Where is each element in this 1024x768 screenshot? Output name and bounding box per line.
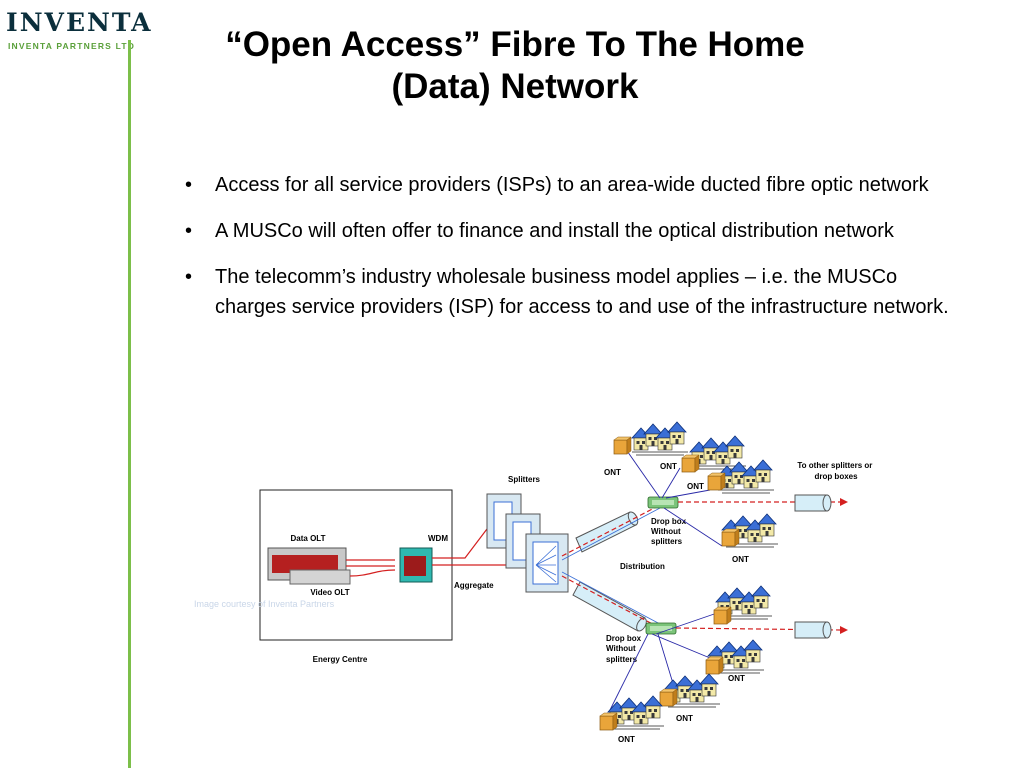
bullet-text: A MUSCo will often offer to finance and …: [215, 220, 894, 242]
logo-subtitle: INVENTA PARTNERS LTD: [8, 41, 136, 51]
bullet-list: • Access for all service providers (ISPs)…: [182, 170, 972, 338]
ftth-network-diagram: Energy Centre Data OLT Video OLT WDM Agg…: [259, 410, 874, 744]
ont-label: ONT: [604, 468, 621, 477]
data-olt-label: Data OLT: [291, 534, 326, 543]
ont-label: ONT: [660, 462, 677, 471]
bullet-dot: •: [185, 220, 193, 242]
bullet-item: • Access for all service providers (ISPs)…: [182, 170, 972, 200]
ont-label: ONT: [676, 714, 693, 723]
slide-title-line-1: “Open Access” Fibre To The Home: [225, 25, 805, 64]
slide-title-line-2: (Data) Network: [391, 67, 639, 106]
aggregate-label: Aggregate: [454, 581, 494, 590]
bullet-item: • A MUSCo will often offer to finance and…: [182, 216, 972, 246]
wdm-label: WDM: [428, 534, 448, 543]
drop-box-bottom-label: Drop box Without splitters: [606, 634, 643, 664]
distribution-label: Distribution: [620, 562, 665, 571]
bullet-item: • The telecomm’s industry wholesale busin…: [182, 262, 972, 322]
bullet-text: Access for all service providers (ISPs) …: [215, 174, 929, 196]
company-logo: INVENTA INVENTA PARTNERS LTD: [6, 8, 166, 54]
vertical-divider: [128, 40, 131, 768]
ont-label: ONT: [728, 674, 745, 683]
to-other-splitters-label: To other splitters or drop boxes: [797, 461, 874, 481]
bullet-dot: •: [185, 266, 193, 288]
image-caption: Image courtesy of Inventa Partners: [194, 599, 335, 609]
ont-label: ONT: [732, 555, 749, 564]
bullet-text: The telecomm’s industry wholesale busine…: [215, 266, 949, 318]
ont-label: ONT: [687, 482, 704, 491]
splitters-label: Splitters: [508, 475, 541, 484]
ont-label: ONT: [618, 735, 635, 744]
video-olt-label: Video OLT: [310, 588, 349, 597]
slide-title: “Open Access” Fibre To The Home (Data) N…: [190, 24, 840, 108]
energy-centre-label: Energy Centre: [313, 655, 368, 664]
drop-box-top-label: Drop box Without splitters: [651, 517, 688, 546]
bullet-dot: •: [185, 174, 193, 196]
logo-wordmark: INVENTA: [6, 8, 153, 37]
